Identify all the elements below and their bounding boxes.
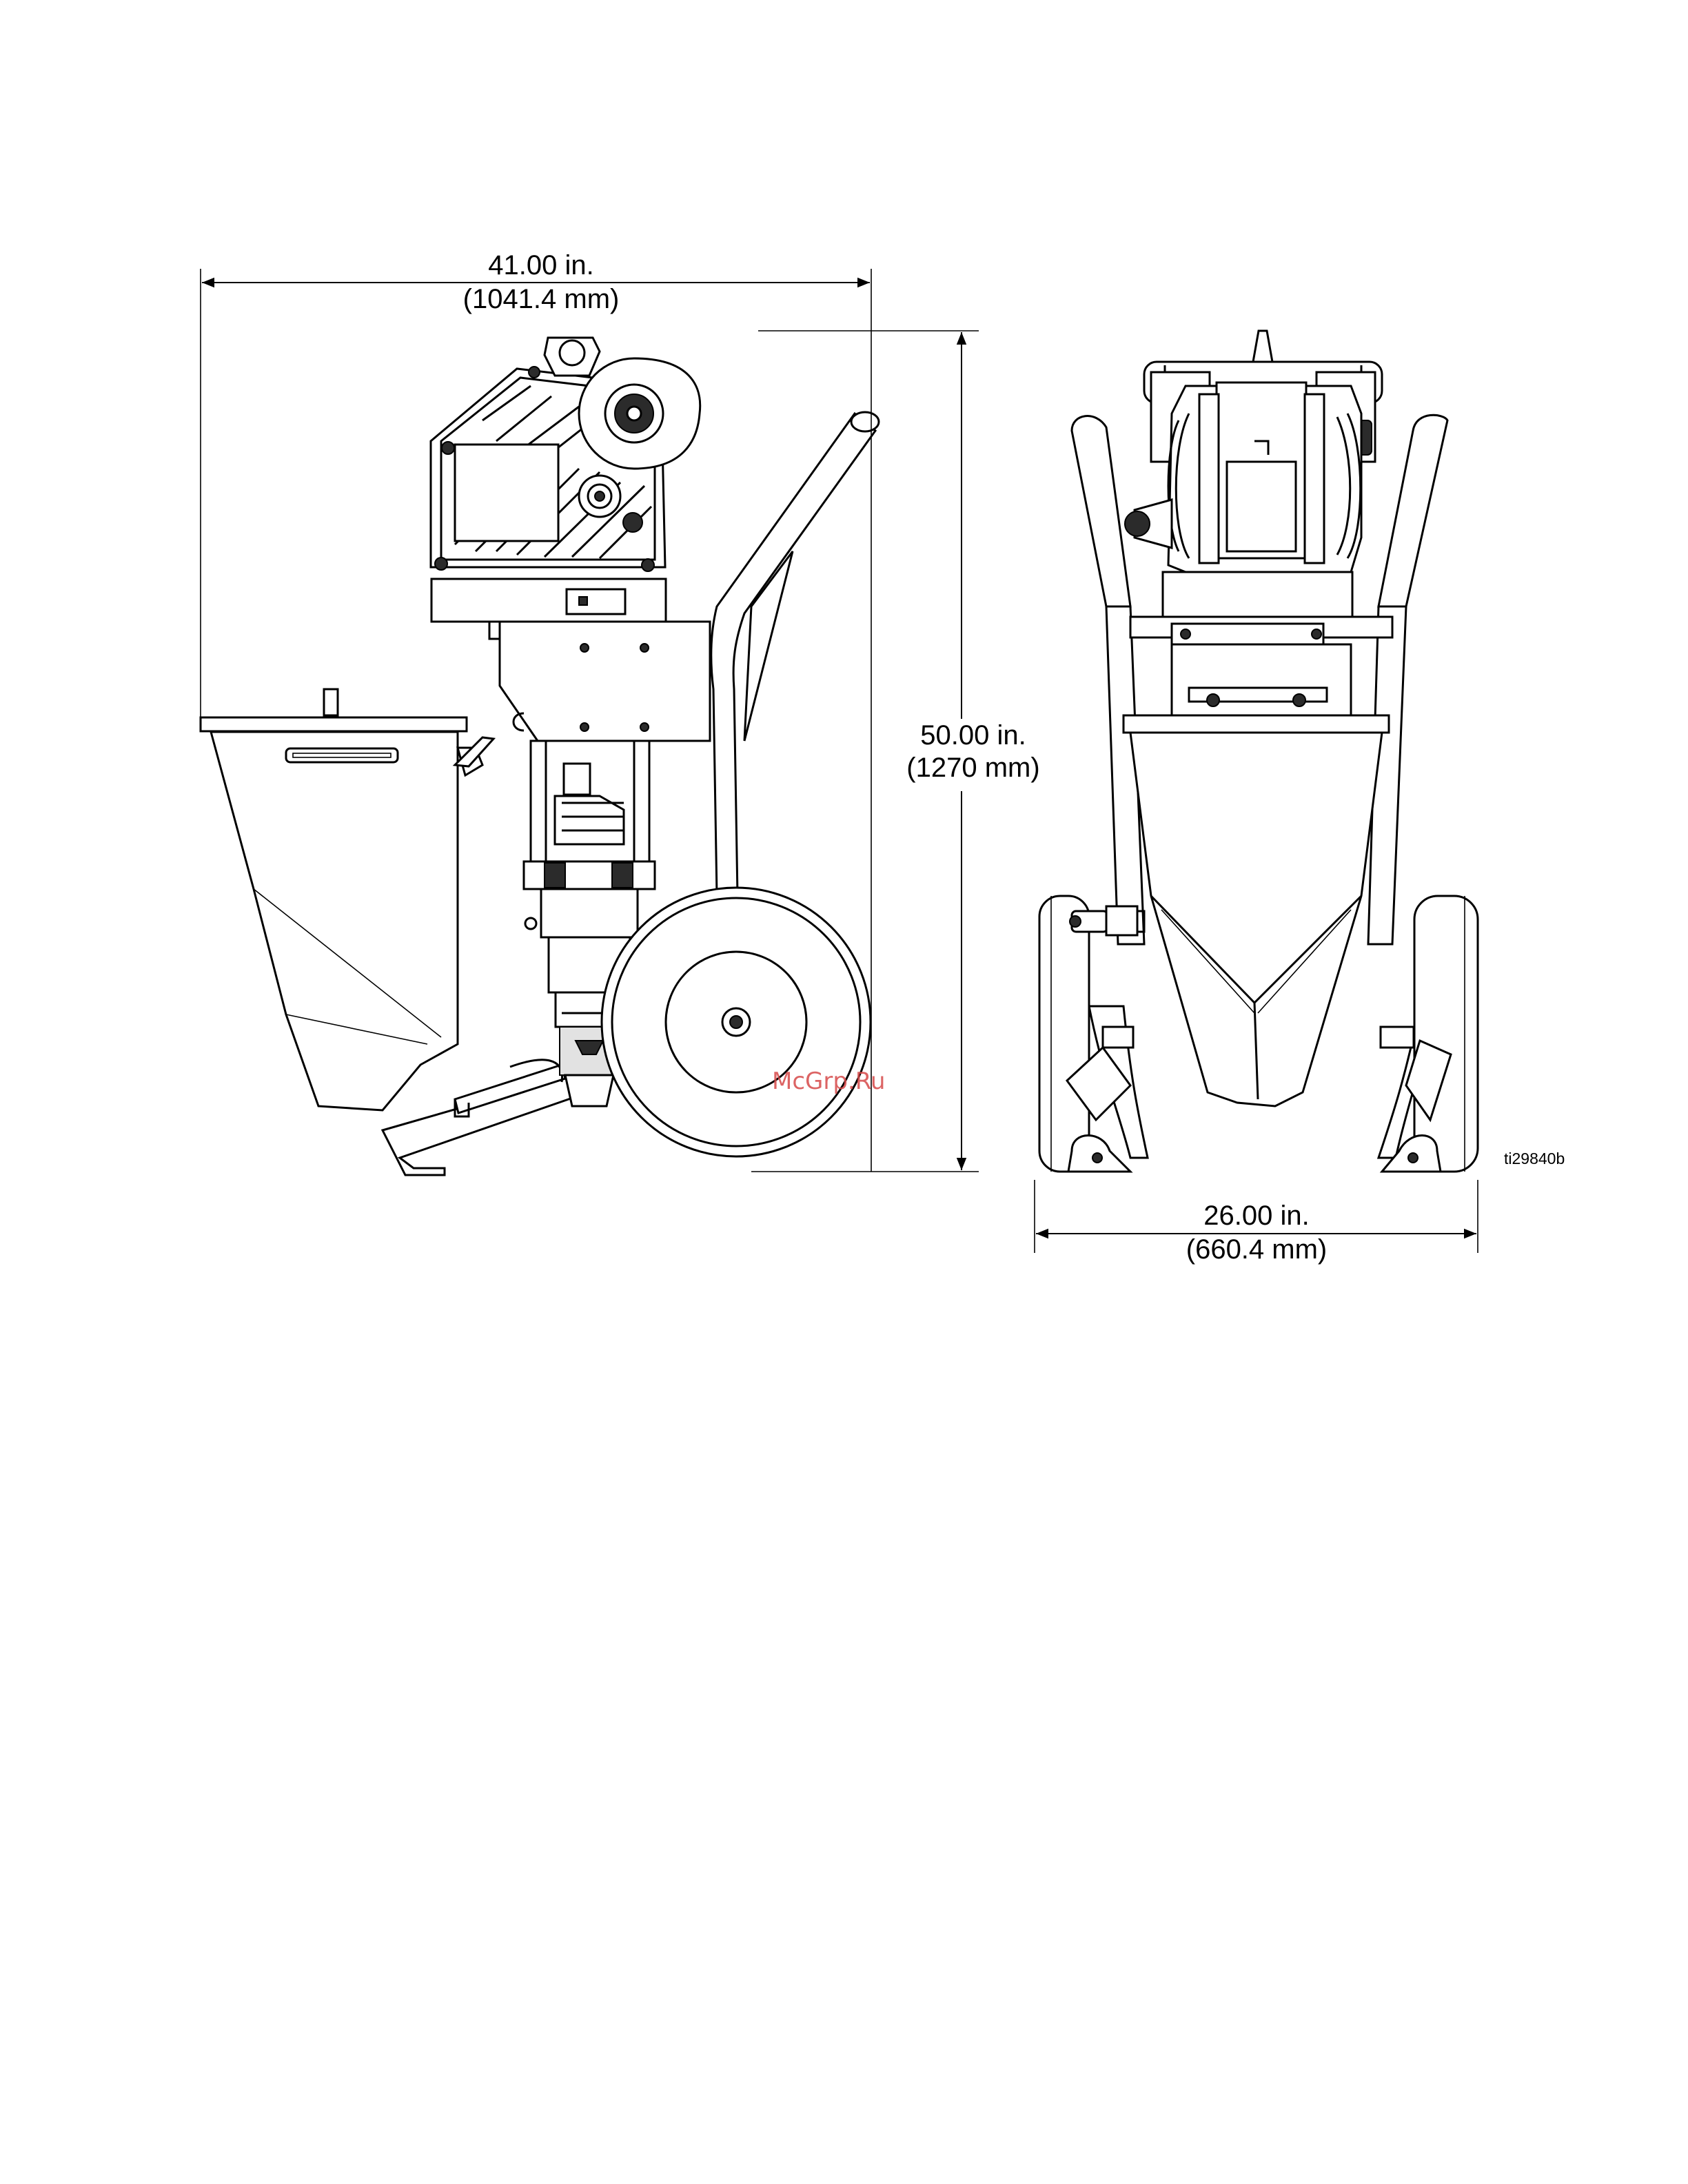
- height-dim-line2: (1270 mm): [906, 753, 1039, 783]
- front-motor: [1125, 331, 1382, 617]
- front-outlet-valve: [1070, 906, 1144, 935]
- width-dim-line1: 26.00 in.: [1203, 1201, 1309, 1231]
- front-lower-frame: [1130, 617, 1392, 717]
- width-dim-line2: (660.4 mm): [1186, 1234, 1328, 1265]
- side-view: [201, 338, 879, 1175]
- height-dim-line1: 50.00 in.: [920, 720, 1026, 751]
- length-dim-line2: (1041.4 mm): [463, 284, 620, 314]
- side-hopper: [201, 689, 494, 1110]
- watermark: McGrp.Ru: [772, 1068, 885, 1095]
- side-wheel: [602, 888, 871, 1156]
- length-dim-line1: 41.00 in.: [488, 250, 593, 280]
- front-view: [1039, 331, 1478, 1172]
- side-fan-cover: [579, 358, 700, 469]
- figure-id: ti29840b: [1504, 1150, 1565, 1167]
- front-hopper: [1123, 715, 1389, 1106]
